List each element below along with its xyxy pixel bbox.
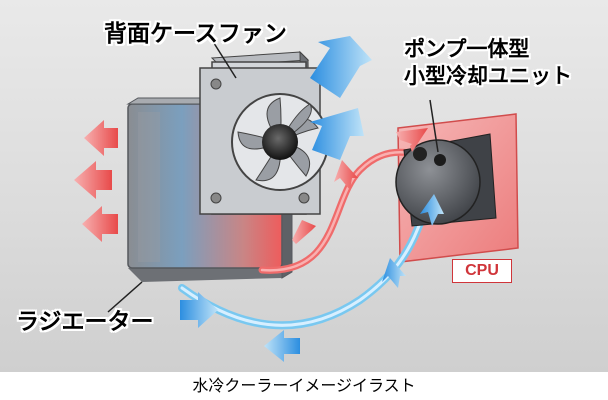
pump-unit bbox=[395, 133, 497, 227]
pump-label-line2: 小型冷却ユニット bbox=[404, 64, 572, 88]
leader-lines bbox=[107, 39, 439, 313]
pump-unit-label: ポンプ一体型 小型冷却ユニット bbox=[404, 36, 572, 90]
figure-caption: 水冷クーラーイメージイラスト bbox=[192, 376, 416, 395]
radiator-label: ラジエーター bbox=[16, 309, 154, 335]
cool-air-arrows bbox=[180, 36, 444, 362]
cpu-label: CPU bbox=[452, 259, 512, 283]
diagram-artwork bbox=[74, 36, 519, 362]
rear-case-fan bbox=[199, 50, 329, 215]
rear-case-fan-label: 背面ケースファン bbox=[104, 21, 287, 47]
hot-air-arrows bbox=[74, 120, 428, 244]
pump-label-line1: ポンプ一体型 bbox=[404, 37, 530, 61]
diagram-scene: 背面ケースファン ポンプ一体型 小型冷却ユニット ラジエーター CPU bbox=[0, 0, 608, 372]
